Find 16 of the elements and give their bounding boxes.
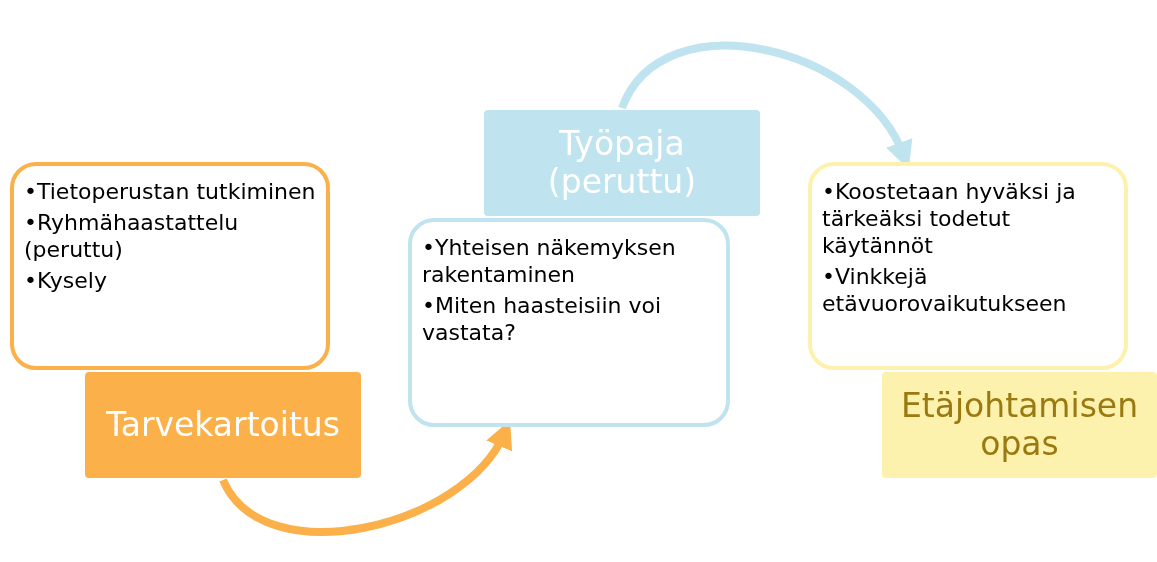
- stage-heading-box: [882, 372, 1157, 478]
- stage-heading-box: [484, 110, 760, 216]
- bullet-item: •Tietoperustan tutkiminen: [24, 178, 316, 205]
- stage-title: Etäjohtamisen opas: [899, 387, 1140, 463]
- stage-title: Työpaja (peruttu): [546, 125, 698, 201]
- bullet-item: •Ryhmähaastattelu (peruttu): [24, 209, 240, 263]
- stage-heading-box: [85, 372, 361, 478]
- bullet-item: •Yhteisen näkemyksen rakentaminen: [422, 234, 677, 288]
- content-card: [408, 218, 730, 427]
- bullet-item: •Vinkkejä etävuorovaikutukseen: [822, 263, 1068, 317]
- bullet-item: •Koostetaan hyväksi ja tärkeäksi todetut käytännöt: [822, 178, 1077, 259]
- bullet-item: •Miten haasteisiin voi vastata?: [422, 292, 663, 346]
- stage-title: Tarvekartoitus: [106, 406, 340, 444]
- content-card: [808, 162, 1128, 370]
- bullet-item: •Kysely: [24, 267, 108, 294]
- content-card: [10, 162, 330, 370]
